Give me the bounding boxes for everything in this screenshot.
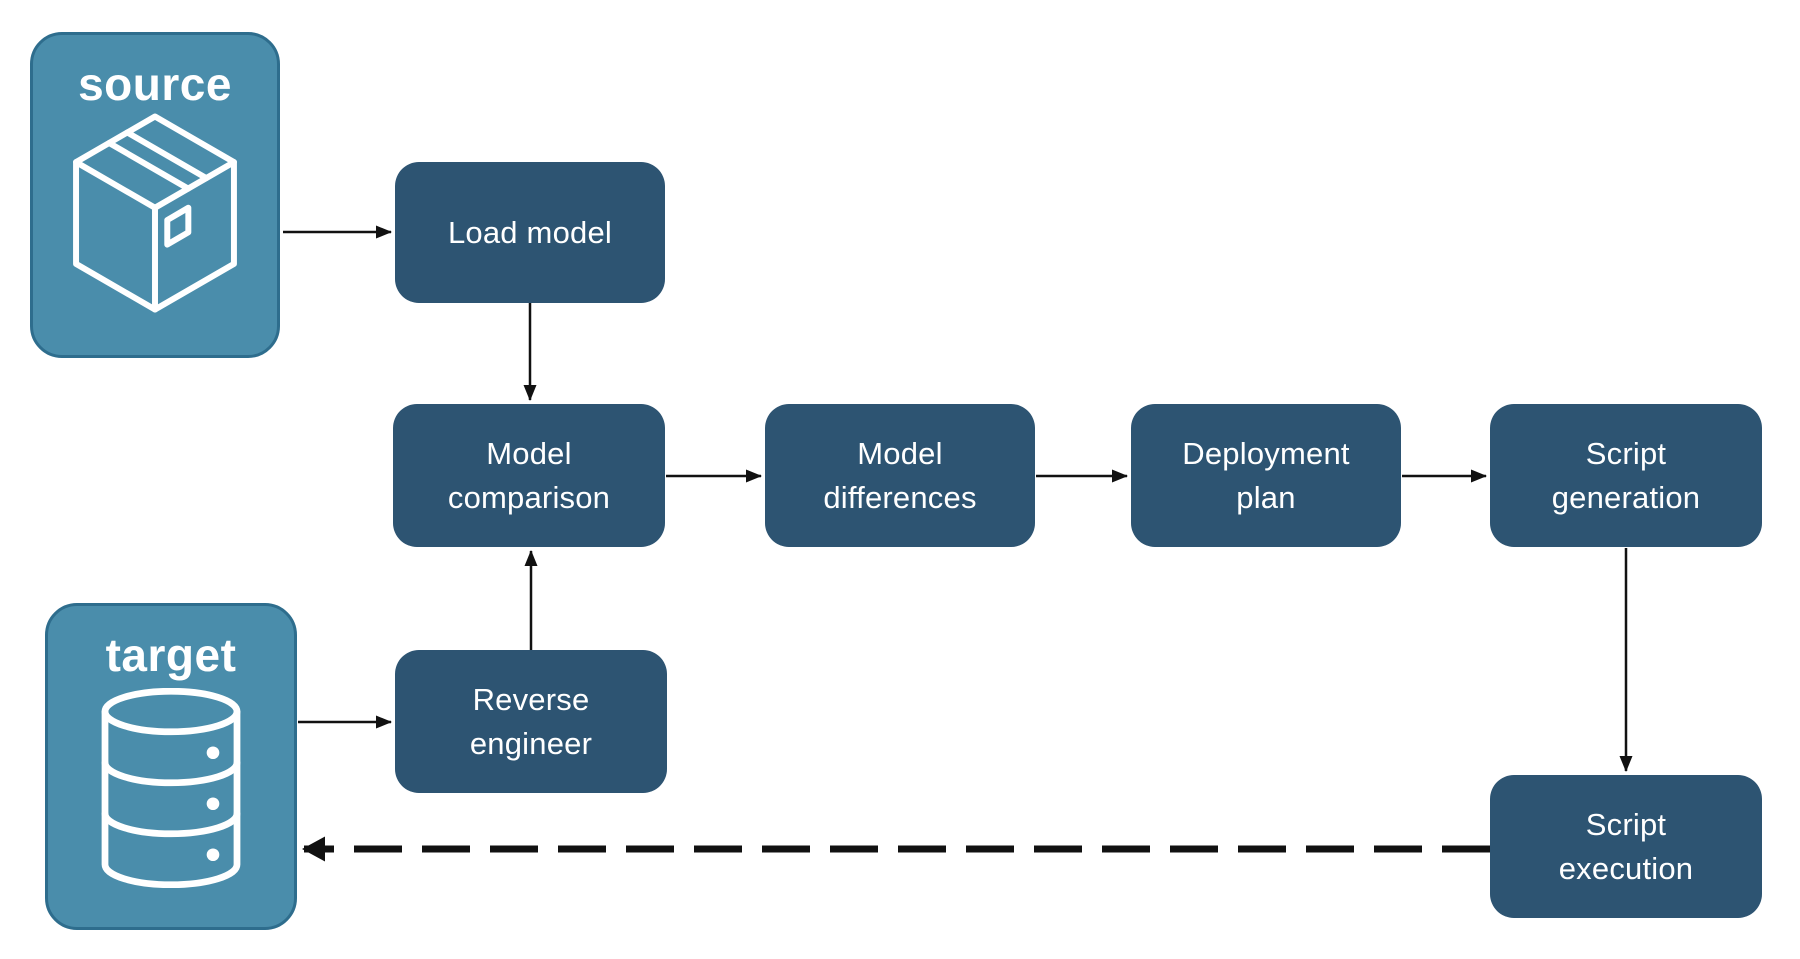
target-label: target (105, 629, 237, 681)
node-label: Load model (447, 214, 612, 250)
package-icon (73, 113, 237, 313)
node-label: Model differences (823, 435, 977, 515)
node-deployment-plan: Deployment plan (1131, 404, 1401, 547)
node-label: Reverse engineer (469, 681, 593, 761)
node-model-comparison: Model comparison (393, 404, 665, 547)
node-reverse-engineer: Reverse engineer (395, 650, 667, 793)
node-label: Model comparison (447, 435, 611, 515)
node-script-generation: Script generation (1490, 404, 1762, 547)
node-load-model: Load model (395, 162, 665, 303)
source-label: source (78, 58, 232, 110)
source-entity: source (30, 32, 280, 358)
node-label: Deployment plan (1182, 435, 1350, 515)
node-label: Script generation (1551, 435, 1701, 515)
node-model-differences: Model differences (765, 404, 1035, 547)
target-entity: target (45, 603, 297, 930)
node-label: Script execution (1558, 806, 1694, 886)
node-script-execution: Script execution (1490, 775, 1762, 918)
database-icon (101, 688, 241, 888)
